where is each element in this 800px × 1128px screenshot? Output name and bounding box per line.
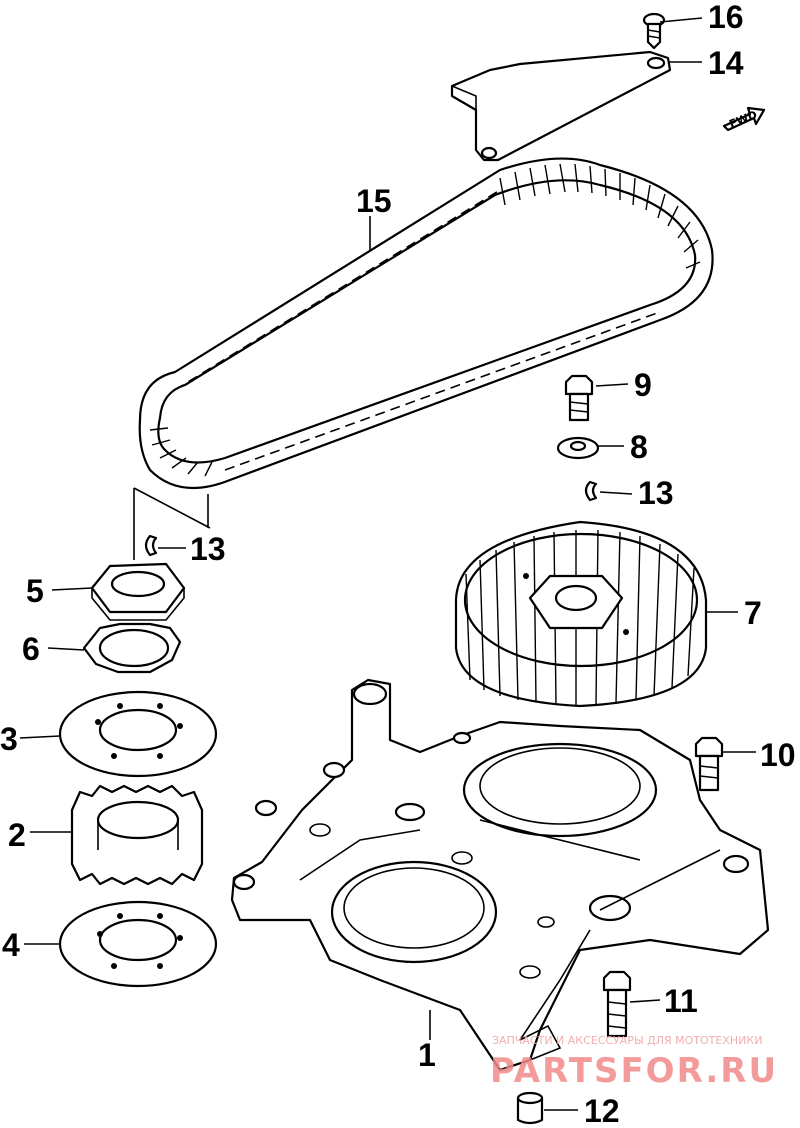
lock-washer-6 [82,622,182,674]
callout-7: 7 [744,595,762,631]
bracket-1 [230,678,770,1072]
timing-belt-14 [138,157,714,490]
callout-3: 3 [0,721,18,757]
watermark-brand: PARTSFOR.RU [490,1051,778,1091]
callout-5: 5 [26,573,44,609]
washer-8 [556,436,600,460]
callout-9: 9 [634,367,652,403]
guide-plate-4 [58,900,218,988]
crank-pulley-2 [70,784,204,886]
cam-pulley-7 [454,520,708,708]
callout-13-left: 13 [190,531,226,567]
belt-cover-bracket-15 [450,50,672,162]
callout-8: 8 [630,429,648,465]
guide-plate-3 [58,690,218,778]
leader-lines [19,17,756,1111]
nut-5 [90,562,186,621]
alignment-guide [133,487,211,560]
callout-14: 15 [356,183,392,219]
callout-13-right: 13 [638,475,674,511]
key-13-right [584,480,598,502]
bolt-10 [694,736,724,792]
watermark: ЗАПЧАСТИ И АКСЕССУАРЫ ДЛЯ МОТОТЕХНИКИ PA… [490,1034,778,1091]
bolt-11 [602,970,632,1038]
callout-1: 1 [418,1037,436,1073]
callout-15: 14 [708,45,744,81]
callout-6: 6 [22,631,40,667]
fwd-label: FWD [727,108,759,131]
callout-16: 16 [708,0,744,35]
callout-10: 10 [760,737,796,773]
fwd-arrow-icon: FWD [722,106,766,132]
watermark-subtitle: ЗАПЧАСТИ И АКСЕССУАРЫ ДЛЯ МОТОТЕХНИКИ [492,1034,762,1047]
dowel-pin-12 [516,1091,544,1125]
callout-12: 12 [584,1093,620,1128]
bolt-9 [564,374,594,422]
callout-2: 2 [8,817,26,853]
key-13-left [144,534,158,557]
screw-16 [642,12,666,50]
callout-4: 4 [2,927,20,963]
callout-11: 11 [664,983,698,1019]
